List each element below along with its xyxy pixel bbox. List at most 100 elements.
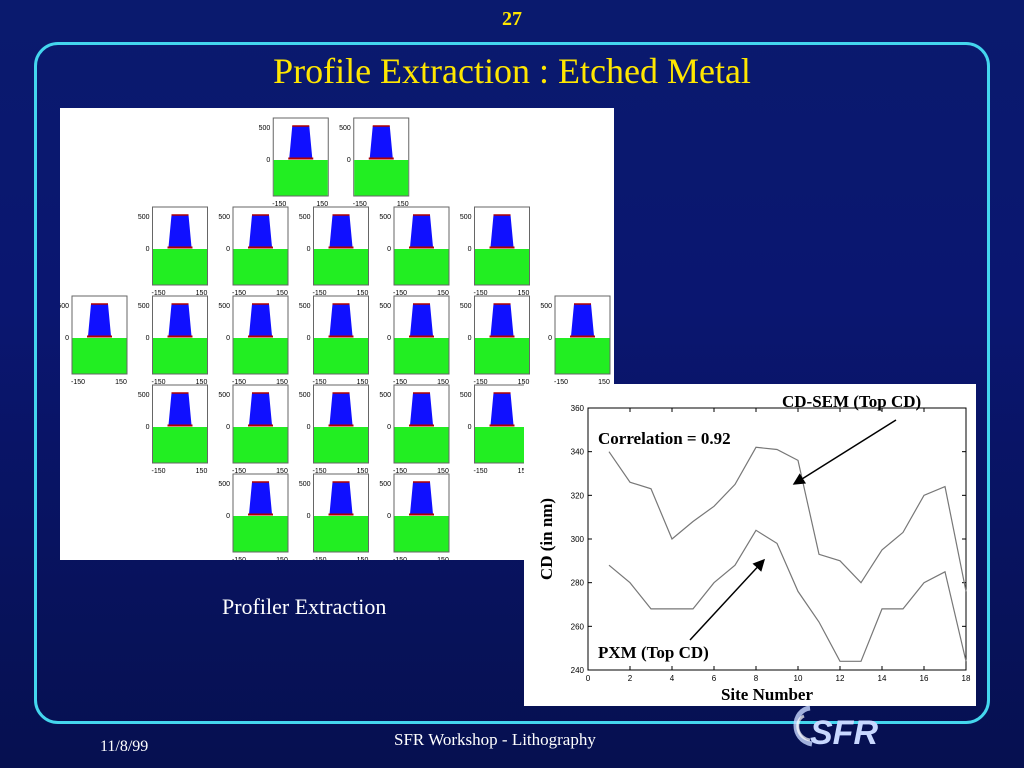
- y-tick-label: 0: [266, 157, 270, 164]
- pxm-arrow: [689, 558, 766, 641]
- cd-sem-arrow: [792, 419, 897, 485]
- y-tick-label: 500: [218, 481, 230, 488]
- substrate-layer: [153, 249, 207, 285]
- y-tick-label: 240: [571, 666, 585, 675]
- substrate-layer: [233, 249, 288, 285]
- x-tick-label: -150: [353, 201, 367, 208]
- substrate-layer: [394, 516, 449, 552]
- slide-title: Profile Extraction : Etched Metal: [273, 51, 751, 91]
- sfr-logo: SFR: [782, 700, 902, 759]
- resist-profile: [410, 215, 433, 247]
- x-tick-label: 150: [316, 201, 328, 208]
- resist-profile: [168, 215, 192, 247]
- y-tick-label: 500: [259, 125, 271, 132]
- resist-profile: [168, 304, 192, 336]
- resist-profile: [289, 126, 313, 158]
- y-tick-label: 500: [379, 214, 391, 221]
- substrate-layer: [153, 427, 207, 463]
- y-tick-label: 0: [226, 424, 230, 431]
- substrate-layer: [233, 516, 288, 552]
- x-tick-label: 18: [962, 674, 971, 683]
- y-tick-label: 500: [218, 392, 230, 399]
- substrate-layer: [314, 338, 368, 374]
- x-tick-label: -150: [473, 468, 487, 475]
- x-tick-label: -150: [151, 468, 165, 475]
- y-tick-label: 0: [468, 335, 472, 342]
- substrate-layer: [233, 427, 288, 463]
- cd-sem-annotation: CD-SEM (Top CD): [782, 392, 921, 411]
- x-tick-label: 150: [598, 379, 610, 386]
- resist-profile: [249, 482, 272, 514]
- x-tick-label: -150: [473, 379, 487, 386]
- x-tick-label: -150: [272, 201, 286, 208]
- resist-profile: [249, 215, 272, 247]
- y-tick-label: 500: [379, 303, 391, 310]
- series-line: [608, 446, 967, 592]
- x-tick-label: -150: [151, 290, 165, 297]
- resist-profile: [329, 393, 353, 425]
- x-tick-label: 150: [357, 557, 369, 560]
- y-tick-label: 0: [387, 513, 391, 520]
- x-tick-label: 150: [518, 468, 530, 475]
- substrate-layer: [475, 249, 529, 285]
- x-tick-label: 150: [276, 557, 288, 560]
- x-tick-label: 4: [670, 674, 675, 683]
- y-tick-label: 0: [548, 335, 552, 342]
- y-tick-label: 500: [339, 125, 351, 132]
- resist-profile: [490, 393, 514, 425]
- x-tick-label: -150: [393, 379, 407, 386]
- x-tick-label: 150: [518, 290, 530, 297]
- y-tick-label: 260: [571, 622, 585, 631]
- x-tick-label: 6: [712, 674, 717, 683]
- y-tick-label: 500: [218, 303, 230, 310]
- page-number: 27: [502, 8, 522, 30]
- y-tick-label: 0: [387, 246, 391, 253]
- x-tick-label: -150: [312, 379, 326, 386]
- x-tick-label: -150: [554, 379, 568, 386]
- x-tick-label: 150: [196, 290, 208, 297]
- y-tick-label: 500: [460, 303, 472, 310]
- resist-profile: [369, 126, 393, 158]
- y-tick-label: 0: [307, 246, 311, 253]
- x-tick-label: 150: [437, 557, 449, 560]
- y-tick-label: 500: [299, 214, 311, 221]
- y-tick-label: 280: [571, 579, 585, 588]
- x-tick-label: -150: [151, 379, 165, 386]
- x-tick-label: -150: [312, 290, 326, 297]
- y-tick-label: 500: [379, 392, 391, 399]
- resist-profile: [329, 304, 353, 336]
- substrate-layer: [394, 338, 449, 374]
- profiler-caption: Profiler Extraction: [222, 594, 387, 619]
- x-tick-label: 150: [357, 468, 369, 475]
- substrate-layer: [394, 249, 449, 285]
- x-tick-label: 150: [518, 379, 530, 386]
- y-tick-label: 500: [138, 303, 150, 310]
- y-tick-label: 500: [218, 214, 230, 221]
- y-tick-label: 0: [307, 335, 311, 342]
- y-tick-label: 360: [571, 404, 585, 413]
- x-tick-label: -150: [312, 468, 326, 475]
- x-tick-label: 0: [586, 674, 591, 683]
- profile-plot: 500 0 -150 150: [259, 117, 329, 208]
- resist-profile: [329, 482, 353, 514]
- x-tick-label: 2: [628, 674, 633, 683]
- x-tick-label: 150: [437, 379, 449, 386]
- resist-profile: [410, 304, 433, 336]
- x-tick-label: -150: [393, 557, 407, 560]
- x-tick-label: 150: [115, 379, 127, 386]
- x-tick-label: -150: [393, 468, 407, 475]
- x-tick-label: 150: [276, 468, 288, 475]
